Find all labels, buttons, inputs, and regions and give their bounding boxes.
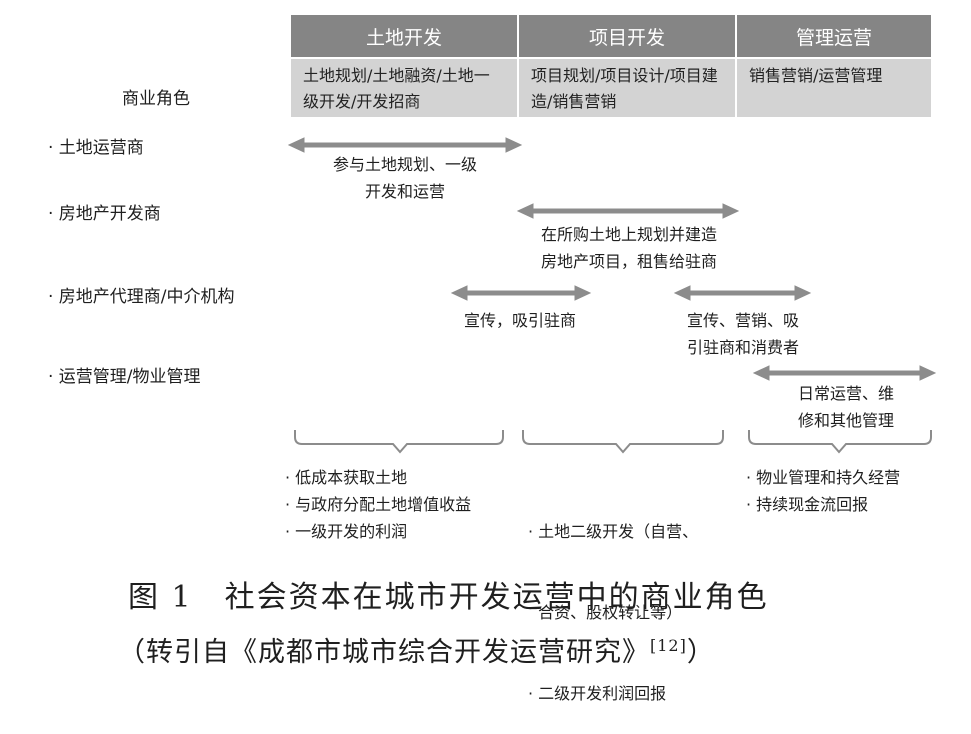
returns-land: · 低成本获取土地 · 与政府分配土地增值收益 · 一级开发的利润 (285, 464, 471, 545)
source-text: （转引自《成都市城市综合开发运营研究》 (118, 637, 650, 668)
detail-land-development: 土地规划/土地融资/土地一级开发/开发招商 (291, 59, 517, 117)
list-item: · 物业管理和持久经营 (746, 468, 901, 487)
arrow-operator (752, 365, 937, 381)
list-item: · 低成本获取土地 (285, 468, 408, 487)
note-agent-left: 宣传，吸引驻商 (463, 311, 576, 330)
note-agent-right: 宣传、营销、吸引驻商和消费者 (686, 311, 799, 357)
roles-title: 商业角色 (122, 89, 190, 109)
bracket-project (522, 430, 724, 454)
arrow-developer (516, 203, 740, 219)
diagram-lines (287, 137, 937, 454)
role-developer: · 房地产开发商 (48, 204, 161, 224)
arrow-agent-right (673, 285, 812, 301)
header-project-development: 项目开发 (519, 15, 735, 57)
list-item: · 与政府分配土地增值收益 (285, 495, 472, 514)
note-operator: 日常运营、维修和其他管理 (797, 384, 894, 430)
arrow-agent-left (450, 285, 592, 301)
returns-operation: · 物业管理和持久经营 · 持续现金流回报 (746, 464, 900, 518)
bracket-operation (748, 430, 932, 454)
list-item: · 土地二级开发（自营、 (528, 522, 699, 541)
list-item: 合资、股权转让等） (528, 603, 683, 622)
detail-project-development: 项目规划/项目设计/项目建造/销售营销 (519, 59, 735, 117)
role-agent: · 房地产代理商/中介机构 (48, 287, 235, 307)
role-operator: · 运营管理/物业管理 (48, 367, 201, 387)
figure-caption: 图 1 社会资本在城市开发运营中的商业角色 (128, 580, 769, 615)
note-developer: 在所购土地上规划并建造房地产项目，租售给驻商 (540, 225, 717, 271)
note-land-operator: 参与土地规划、一级开发和运营 (332, 155, 477, 201)
role-land-operator: · 土地运营商 (48, 138, 144, 158)
source-text-end: ） (686, 637, 715, 668)
figure-source: （转引自《成都市城市综合开发运营研究》[12]） (118, 630, 715, 669)
reference-marker: [12] (650, 636, 687, 655)
detail-management-operation: 销售营销/运营管理 (737, 59, 931, 117)
list-item: · 一级开发的利润 (285, 522, 408, 541)
bracket-land (294, 430, 504, 454)
list-item: · 持续现金流回报 (746, 495, 869, 514)
header-management-operation: 管理运营 (737, 15, 931, 57)
arrow-land-operator (287, 137, 523, 153)
header-land-development: 土地开发 (291, 15, 517, 57)
list-item: · 二级开发利润回报 (528, 684, 667, 703)
